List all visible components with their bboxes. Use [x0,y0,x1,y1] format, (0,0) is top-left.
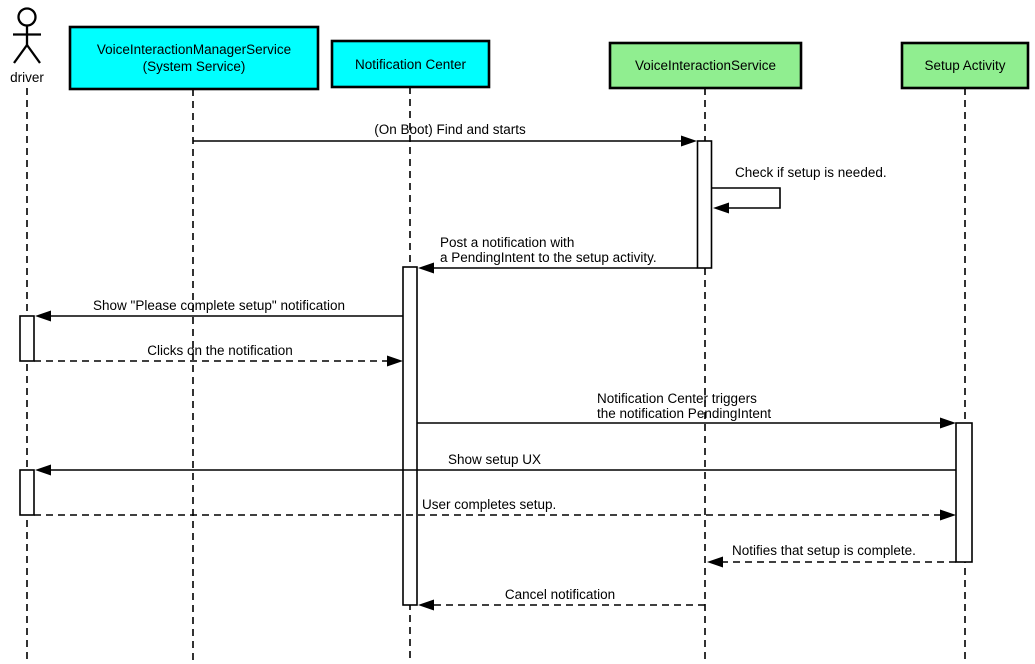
actor-head-icon [17,7,37,27]
participant-setup-activity: Setup Activity [900,41,1030,90]
message-label-line2: a PendingIntent to the setup activity. [440,250,657,265]
arrowhead-left-icon [418,262,434,274]
message-label: Show "Please complete setup" notificatio… [93,298,345,313]
actor-label: driver [10,70,44,85]
message-user-completes-setup: User completes setup. [34,497,956,521]
arrowhead-left-icon [418,599,434,611]
message-notifies-setup-complete: Notifies that setup is complete. [707,543,956,568]
message-label-line1: Post a notification with [440,235,574,250]
message-show-setup-ux: Show setup UX [35,452,956,476]
arrowhead-right-icon [387,355,403,367]
participant-voice-interaction-manager-service: VoiceInteractionManagerService (System S… [68,25,320,91]
actor-driver: driver [10,7,44,85]
message-clicks-on-notification: Clicks on the notification [34,343,403,367]
messages: (On Boot) Find and starts Check if setup… [34,122,956,611]
message-post-notification: Post a notification with a PendingIntent… [418,235,697,274]
participant-label-line1: VoiceInteractionManagerService [97,42,291,57]
arrowhead-left-icon [35,310,51,322]
activation-setup-activity [955,422,973,563]
message-label-line1: Notification Center triggers [597,391,757,406]
activation-driver-1 [19,315,35,362]
participant-label: VoiceInteractionService [635,58,776,73]
message-check-if-setup-needed-self: Check if setup is needed. [712,165,887,214]
arrowhead-left-icon [713,202,729,214]
message-triggers-pendingintent: Notification Center triggers the notific… [417,391,956,429]
participant-voice-interaction-service: VoiceInteractionService [608,41,803,90]
arrowhead-left-icon [35,464,51,476]
message-label: User completes setup. [422,497,556,512]
activation-notification-center [402,266,418,606]
arrowhead-right-icon [940,509,956,521]
message-cancel-notification: Cancel notification [418,587,705,611]
activation-driver-2 [19,469,35,516]
participant-box [68,25,320,91]
participant-notification-center: Notification Center [330,39,491,89]
message-on-boot-find-and-starts: (On Boot) Find and starts [193,122,697,147]
participant-box [330,39,491,89]
participant-label-line2: (System Service) [143,59,246,74]
message-label: Check if setup is needed. [735,165,887,180]
message-show-complete-setup-notification: Show "Please complete setup" notificatio… [35,298,403,322]
self-message-line [712,187,781,209]
message-label: (On Boot) Find and starts [374,122,526,137]
participants: VoiceInteractionManagerService (System S… [10,7,1030,91]
actor-leg-left-icon [13,44,28,64]
participant-label: Notification Center [355,57,467,72]
participant-box [900,41,1030,90]
arrowhead-right-icon [940,417,956,429]
participant-box [608,41,803,90]
arrowhead-right-icon [681,135,697,147]
message-label-line2: the notification PendingIntent [597,406,771,421]
arrowhead-left-icon [707,556,723,568]
message-label: Notifies that setup is complete. [732,543,916,558]
message-label: Cancel notification [505,587,615,602]
participant-label: Setup Activity [924,58,1005,73]
activation-bars [19,140,973,606]
message-label: Show setup UX [448,452,541,467]
message-label: Clicks on the notification [147,343,293,358]
actor-leg-right-icon [26,44,41,64]
activation-voice-interaction-service [696,140,713,269]
